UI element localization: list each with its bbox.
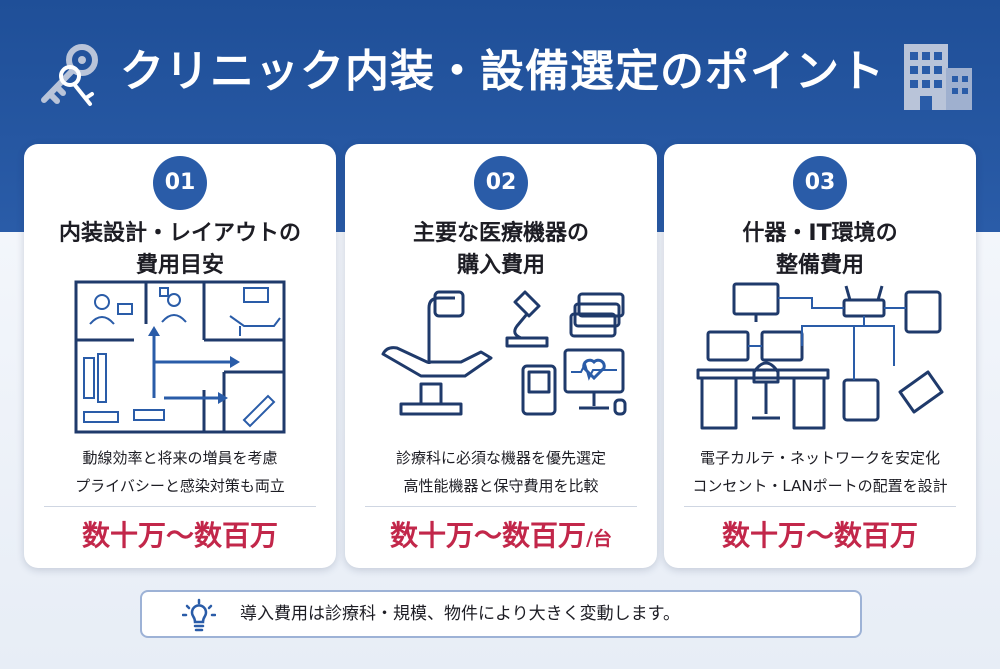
- card-title: 主要な医療機器の 購入費用: [345, 218, 657, 282]
- card-divider: [365, 506, 637, 507]
- lightbulb-icon: [182, 598, 216, 632]
- medical-equipment-illustration: [381, 290, 627, 416]
- card-it-environment: 03 什器・IT環境の 整備費用: [664, 144, 976, 568]
- card-title-line1: 什器・IT環境の: [742, 221, 898, 246]
- price-value: 数十万〜数百万: [390, 519, 587, 552]
- card-price: 数十万〜数百万/台: [345, 514, 657, 561]
- card-desc-line2: 高性能機器と保守費用を比較: [403, 477, 599, 495]
- building-icon: [904, 44, 972, 110]
- card-medical-equipment: 02 主要な医療機器の 購入費用 診療科に必須な機器を優先選定: [345, 144, 657, 568]
- price-value: 数十万〜数百万: [81, 519, 278, 552]
- card-desc-line1: 動線効率と将来の増員を考慮: [82, 449, 278, 467]
- card-title-line2: 購入費用: [456, 253, 545, 278]
- card-desc-line1: 電子カルテ・ネットワークを安定化: [699, 449, 940, 467]
- card-desc-line1: 診療科に必須な機器を優先選定: [395, 449, 606, 467]
- price-value: 数十万〜数百万: [721, 519, 918, 552]
- card-title-line1: 主要な医療機器の: [412, 221, 589, 246]
- card-description: 動線効率と将来の増員を考慮 プライバシーと感染対策も両立: [24, 444, 336, 500]
- card-interior-design: 01 内装設計・レイアウトの 費用目安: [24, 144, 336, 568]
- note-box: 導入費用は診療科・規模、物件により大きく変動します。: [140, 590, 862, 638]
- card-number-badge: 01: [153, 156, 207, 210]
- card-title-line1: 内装設計・レイアウトの: [58, 221, 301, 246]
- key-icon: [41, 44, 98, 106]
- page-title: クリニック内装・設備選定のポイント: [120, 46, 885, 97]
- card-title: 什器・IT環境の 整備費用: [664, 218, 976, 282]
- card-title-line2: 費用目安: [135, 253, 224, 278]
- card-number-badge: 02: [474, 156, 528, 210]
- card-number-badge: 03: [793, 156, 847, 210]
- card-divider: [44, 506, 316, 507]
- card-price: 数十万〜数百万: [664, 514, 976, 561]
- card-title: 内装設計・レイアウトの 費用目安: [24, 218, 336, 282]
- card-description: 診療科に必須な機器を優先選定 高性能機器と保守費用を比較: [345, 444, 657, 500]
- it-network-illustration: [696, 282, 944, 430]
- floor-plan-illustration: [74, 280, 286, 434]
- note-text: 導入費用は診療科・規模、物件により大きく変動します。: [240, 604, 680, 624]
- card-price: 数十万〜数百万: [24, 514, 336, 561]
- card-desc-line2: コンセント・LANポートの配置を設計: [692, 477, 948, 495]
- card-title-line2: 整備費用: [775, 253, 864, 278]
- card-divider: [684, 506, 956, 507]
- price-unit: /台: [586, 528, 612, 550]
- card-description: 電子カルテ・ネットワークを安定化 コンセント・LANポートの配置を設計: [664, 444, 976, 500]
- header: クリニック内装・設備選定のポイント: [0, 22, 1000, 122]
- card-desc-line2: プライバシーと感染対策も両立: [75, 477, 285, 495]
